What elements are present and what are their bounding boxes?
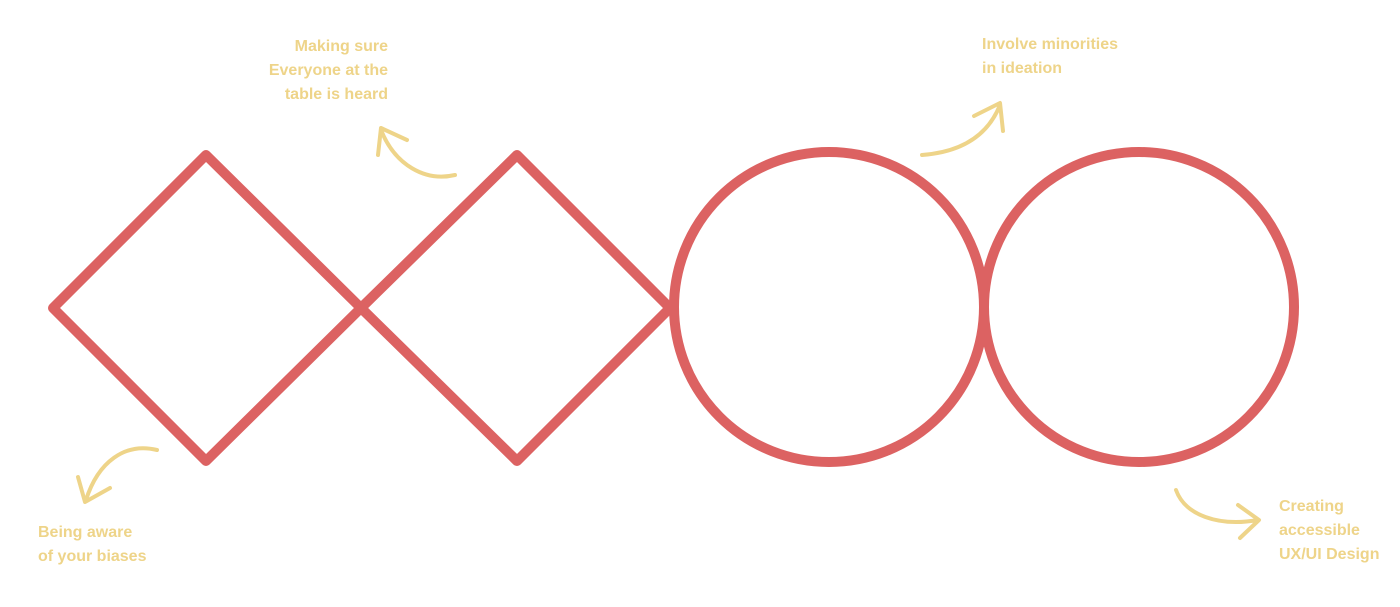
curved-arrow-icon-involve-minorities xyxy=(920,101,1005,157)
annotation-line: Making sure xyxy=(294,38,388,55)
circle-shape-2 xyxy=(979,147,1299,467)
annotation-line: Everyone at the xyxy=(268,62,388,79)
annotation-line: Involve minorities xyxy=(982,36,1119,53)
curved-arrow-icon-creating-accessible xyxy=(1174,488,1261,540)
annotation-line: accessible xyxy=(1279,522,1360,539)
annotation-line: table is heard xyxy=(284,86,388,103)
annotation-creating-accessible: Creating accessible UX/UI Design xyxy=(1279,495,1379,567)
curved-arrow-icon-making-sure xyxy=(376,126,457,179)
diamond-shape-1 xyxy=(48,150,366,466)
annotation-line: in ideation xyxy=(982,60,1062,77)
diamond-shape-2 xyxy=(356,150,675,466)
annotation-being-aware: Being aware of your biases xyxy=(38,521,146,569)
annotation-line: Being aware xyxy=(38,524,133,541)
annotation-making-sure: Making sure Everyone at the table is hea… xyxy=(269,35,388,107)
curved-arrow-icon-being-aware xyxy=(76,446,159,504)
annotation-line: UX/UI Design xyxy=(1279,546,1380,563)
circle-shape-1 xyxy=(669,147,989,467)
annotation-involve-minorities: Involve minorities in ideation xyxy=(982,33,1118,81)
annotation-line: Creating xyxy=(1279,498,1344,515)
annotation-line: of your biases xyxy=(38,548,147,565)
